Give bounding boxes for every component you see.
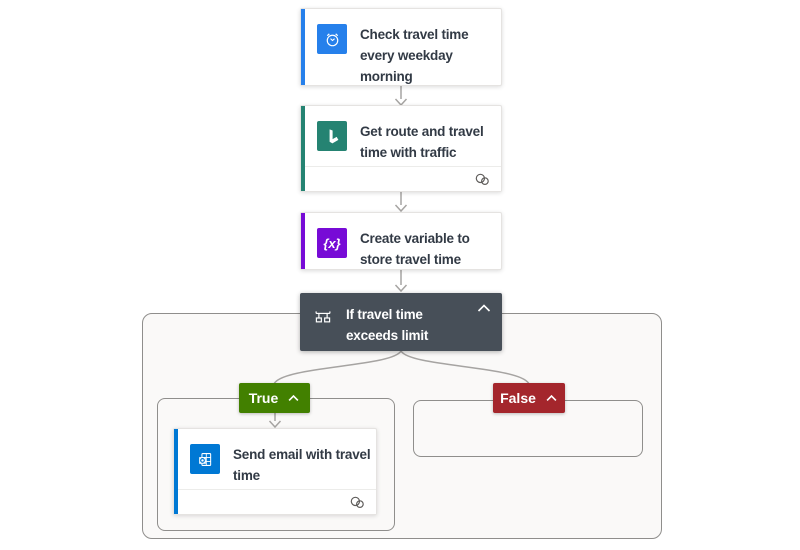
- step-card-send-email[interactable]: Send email with travel time: [173, 428, 377, 515]
- card-footer: [305, 166, 501, 191]
- card-accent-bar: [174, 429, 178, 514]
- connection-link-icon: [350, 496, 364, 508]
- true-branch-badge[interactable]: True: [239, 383, 310, 413]
- false-branch-badge[interactable]: False: [493, 383, 565, 413]
- step-card-recurrence[interactable]: Check travel time every weekday morning: [300, 8, 502, 86]
- card-accent-bar: [301, 106, 305, 191]
- step-card-bing-maps[interactable]: Get route and travel time with traffic: [300, 105, 502, 192]
- step-title: Get route and travel time with traffic: [360, 124, 484, 160]
- condition-branch-icon: [315, 311, 331, 323]
- card-accent-bar: [301, 9, 305, 85]
- branch-split-connector: [273, 351, 530, 384]
- condition-card[interactable]: If travel time exceeds limit: [300, 293, 502, 351]
- step-title: Create variable to store travel time: [360, 231, 470, 267]
- arrow-connector: [394, 270, 408, 292]
- chevron-up-icon[interactable]: [545, 394, 558, 402]
- connection-link-icon: [475, 173, 489, 185]
- curly-braces-x-icon: {x}: [317, 228, 347, 258]
- chevron-up-icon[interactable]: [287, 394, 300, 402]
- card-accent-bar: [301, 213, 305, 269]
- step-card-initialize-variable[interactable]: {x} Create variable to store travel time: [300, 212, 502, 270]
- step-title: Check travel time every weekday morning: [360, 27, 469, 84]
- arrow-connector: [268, 412, 282, 428]
- false-label: False: [500, 390, 536, 406]
- bing-b-icon: [317, 121, 347, 151]
- arrow-connector: [394, 85, 408, 106]
- true-label: True: [248, 390, 279, 406]
- outlook-icon: [190, 444, 220, 474]
- step-title: Send email with travel time: [233, 447, 371, 483]
- clock-icon: [317, 24, 347, 54]
- chevron-up-icon[interactable]: [476, 303, 492, 313]
- arrow-connector: [394, 191, 408, 212]
- card-footer: [178, 489, 376, 514]
- condition-title: If travel time exceeds limit: [346, 307, 429, 343]
